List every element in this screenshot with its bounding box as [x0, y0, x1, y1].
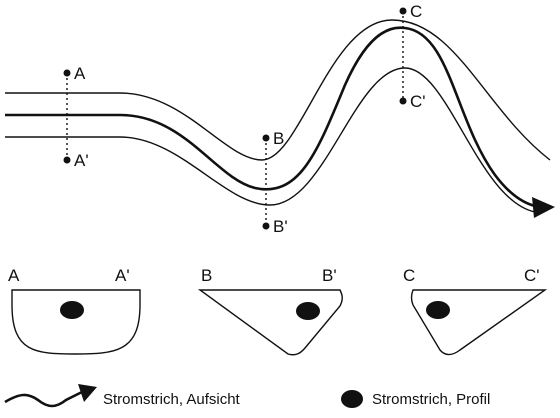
- plan-view: A A' B B' C C': [5, 2, 555, 236]
- point-a-prime-label: A': [74, 151, 89, 170]
- profile-b-left-label: B: [201, 266, 212, 285]
- legend-arrow-head-icon: [78, 384, 97, 402]
- flow-arrow-head: [532, 197, 555, 218]
- point-a-prime-marker: [63, 156, 71, 164]
- point-a-marker: [63, 69, 71, 77]
- profile-c-thalweg-dot: [426, 301, 450, 319]
- profile-b: B B': [197, 266, 343, 356]
- point-c-marker: [399, 7, 407, 15]
- point-b-prime-marker: [262, 222, 270, 230]
- legend: Stromstrich, Aufsicht Stromstrich, Profi…: [4, 384, 490, 408]
- profile-c: C C': [403, 266, 548, 356]
- point-c-prime-marker: [399, 97, 407, 105]
- lower-bank-line: [5, 67, 536, 213]
- profile-b-thalweg-dot: [296, 302, 320, 320]
- profile-c-right-label: C': [524, 266, 540, 285]
- profile-a-channel: [11, 289, 141, 355]
- upper-bank-line: [5, 19, 551, 161]
- point-b-prime-label: B': [273, 217, 288, 236]
- point-a-label: A: [74, 64, 86, 83]
- profile-b-channel: [197, 289, 343, 356]
- legend-profile-label: Stromstrich, Profil: [372, 391, 490, 408]
- legend-plan-label: Stromstrich, Aufsicht: [103, 391, 241, 408]
- point-c-prime-label: C': [410, 92, 426, 111]
- profile-c-left-label: C: [403, 266, 415, 285]
- legend-profile-dot-icon: [341, 390, 363, 408]
- point-b-marker: [262, 134, 270, 142]
- legend-thalweg-plan-icon: [4, 390, 83, 408]
- point-b-label: B: [273, 129, 284, 148]
- profile-c-channel: [410, 289, 548, 356]
- point-c-label: C: [410, 2, 422, 21]
- profile-a: A A': [8, 266, 141, 355]
- thalweg-line: [5, 26, 541, 209]
- profile-b-right-label: B': [322, 266, 337, 285]
- profile-a-thalweg-dot: [60, 301, 84, 319]
- profile-a-left-label: A: [8, 266, 20, 285]
- profile-a-right-label: A': [115, 266, 130, 285]
